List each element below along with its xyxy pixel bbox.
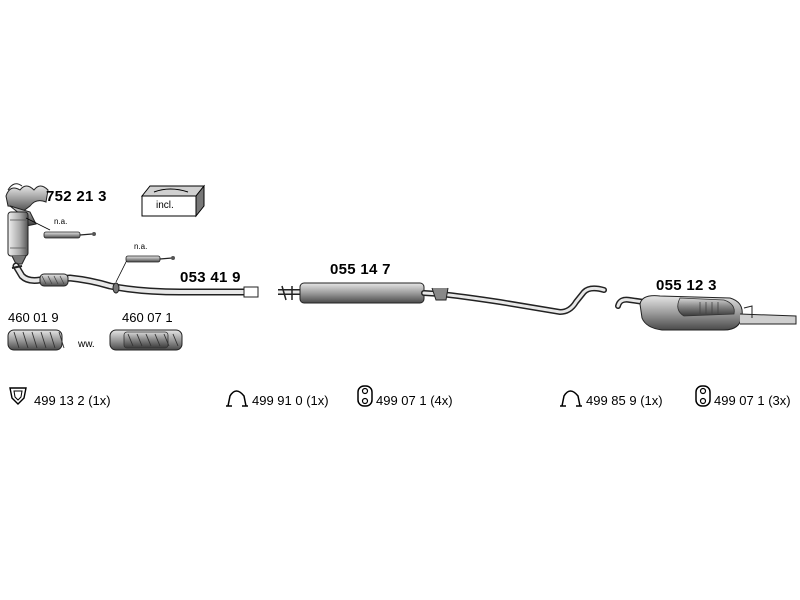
legend-label-gasket: 499 13 2 (1x) <box>34 393 111 408</box>
part-number-manifold-catalyst: 752 21 3 <box>46 188 107 205</box>
gasket-kit-box <box>140 184 206 218</box>
middle-silencer <box>278 282 607 316</box>
gasket-icon <box>9 387 27 405</box>
part-number-front-pipe: 053 41 9 <box>180 269 241 286</box>
part-number-rear-silencer: 055 12 3 <box>656 277 717 294</box>
rubber-mount-icon <box>695 385 711 407</box>
not-available-note-lower: n.a. <box>134 242 148 251</box>
part-number-middle-silencer: 055 14 7 <box>330 261 391 278</box>
clamp-icon <box>560 390 582 407</box>
lambda-sensor-lower <box>115 255 175 283</box>
included-note: incl. <box>156 200 174 211</box>
legend-label-clamp-rear: 499 85 9 (1x) <box>586 393 663 408</box>
legend-label-clamp-front: 499 91 0 (1x) <box>252 393 329 408</box>
part-number-flex-pipe-a: 460 01 9 <box>8 310 59 325</box>
front-pipe <box>11 262 259 298</box>
flex-pipe-a <box>7 329 65 351</box>
legend-label-mount-rear: 499 07 1 (3x) <box>714 393 791 408</box>
legend-label-mount-front: 499 07 1 (4x) <box>376 393 453 408</box>
lambda-sensor-upper <box>25 217 96 239</box>
alternative-note: ww. <box>78 339 95 350</box>
rubber-mount-icon <box>357 385 373 407</box>
rear-silencer <box>615 295 797 331</box>
part-number-flex-pipe-b: 460 07 1 <box>122 310 173 325</box>
flex-pipe-b <box>109 329 183 351</box>
manifold-catalyst <box>5 183 49 265</box>
not-available-note-upper: n.a. <box>54 217 68 226</box>
clamp-icon <box>226 390 248 407</box>
